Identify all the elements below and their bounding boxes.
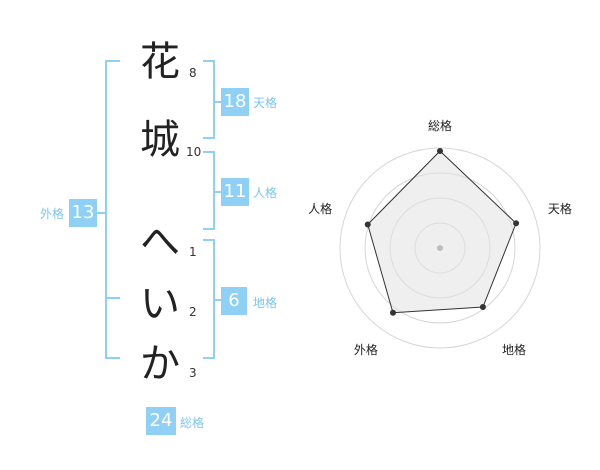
radar-point-5 bbox=[364, 221, 371, 228]
radar-point-2 bbox=[513, 220, 520, 227]
name-char-5: か bbox=[140, 341, 180, 387]
jinkaku-label: 人格 bbox=[253, 186, 278, 200]
radar-point-3 bbox=[479, 304, 486, 311]
radar-series-polygon bbox=[367, 150, 517, 314]
stroke-count-4: 2 bbox=[189, 305, 197, 319]
soukaku-badge: 24 bbox=[146, 407, 176, 435]
tenkaku-badge: 18 bbox=[221, 88, 249, 116]
gaikaku-label: 外格 bbox=[40, 207, 65, 221]
stroke-count-5: 3 bbox=[189, 366, 197, 380]
name-char-1: 花 bbox=[140, 39, 180, 85]
radar-axis-label-5: 人格 bbox=[308, 201, 332, 216]
tenkaku-label: 天格 bbox=[253, 96, 278, 110]
chikaku-label: 地格 bbox=[253, 296, 278, 310]
name-char-3: へ bbox=[140, 219, 180, 265]
jinkaku-badge: 11 bbox=[221, 178, 249, 206]
radar-axis-label-2: 天格 bbox=[548, 201, 572, 216]
soukaku-label: 総格 bbox=[180, 416, 205, 430]
radar-axis-label-4: 外格 bbox=[354, 342, 378, 357]
name-char-4: い bbox=[140, 281, 180, 327]
stroke-count-3: 1 bbox=[189, 245, 197, 259]
chikaku-badge: 6 bbox=[221, 287, 247, 315]
name-char-2: 城 bbox=[140, 117, 180, 163]
stroke-count-1: 8 bbox=[189, 66, 197, 80]
radar-axis-label-1: 総格 bbox=[428, 118, 452, 133]
radar-center-dot bbox=[437, 245, 443, 251]
stroke-count-2: 10 bbox=[186, 145, 202, 159]
radar-point-4 bbox=[389, 309, 396, 316]
radar-axis-label-3: 地格 bbox=[502, 342, 526, 357]
gaikaku-badge: 13 bbox=[69, 199, 97, 227]
radar-point-1 bbox=[437, 148, 443, 154]
